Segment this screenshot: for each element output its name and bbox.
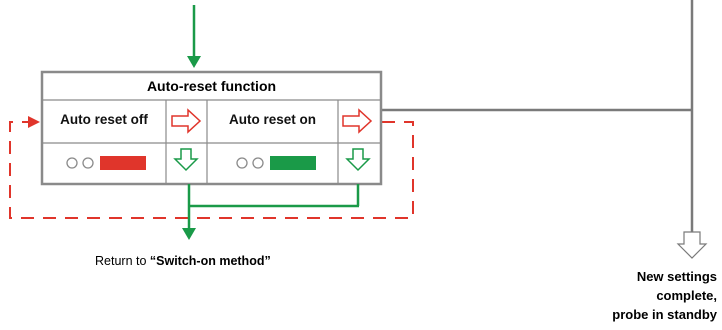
box-title: Auto-reset function bbox=[146, 78, 277, 94]
end-note: New settings complete, probe in standby bbox=[577, 267, 717, 324]
next-arrow-icon bbox=[342, 108, 373, 134]
confirm-arrow-icon bbox=[173, 148, 199, 172]
incoming-arrow bbox=[187, 5, 201, 68]
auto-reset-on-label: Auto reset on bbox=[228, 112, 316, 127]
end-note-line1: New settings bbox=[636, 269, 717, 284]
auto-reset-box bbox=[40, 70, 383, 186]
red-bar bbox=[100, 156, 146, 170]
return-target: “Switch-on method” bbox=[149, 254, 271, 268]
led-indicator-off bbox=[66, 156, 146, 170]
confirm-arrow-icon bbox=[345, 148, 371, 172]
end-note-line2: complete, bbox=[656, 288, 717, 303]
standby-arrow-icon bbox=[676, 231, 708, 259]
next-arrow-icon bbox=[171, 108, 202, 134]
return-note: Return to “Switch-on method” bbox=[95, 254, 271, 268]
led-indicator-on bbox=[236, 156, 316, 170]
green-bar bbox=[270, 156, 316, 170]
return-path bbox=[182, 184, 360, 240]
end-note-line3: probe in standby bbox=[612, 307, 717, 322]
standby-flow-line bbox=[382, 0, 708, 259]
loop-back-dashed-path bbox=[9, 116, 414, 219]
return-prefix: Return to bbox=[95, 254, 150, 268]
auto-reset-off-label: Auto reset off bbox=[60, 112, 148, 127]
